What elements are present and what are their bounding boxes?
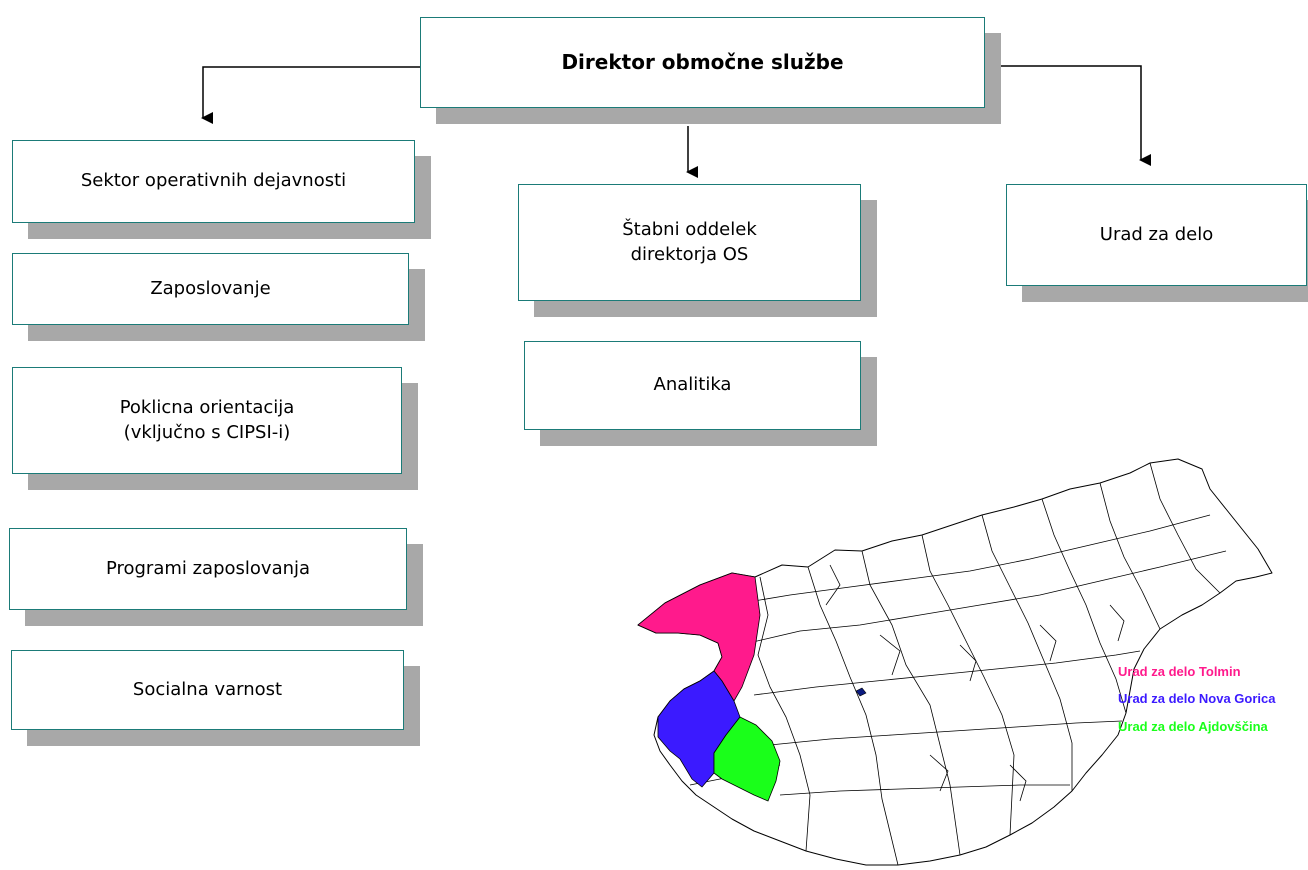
labour-office-label: Urad za delo [1099,223,1214,245]
connector-right [985,65,1151,166]
employment-label: Zaposlovanje [150,277,271,299]
box-social-security: Socialna varnost [11,650,404,730]
staff-department-label: Štabni oddelek direktorja OS [622,219,757,265]
map-country-outline [637,458,1273,866]
legend-nova-gorica-label: Urad za delo Nova Gorica [1118,691,1276,706]
connector-left [201,66,420,124]
legend-tolmin-label: Urad za delo Tolmin [1118,664,1241,679]
legend-tolmin: Urad za delo Tolmin [1118,664,1241,679]
analytics-label: Analitika [653,374,732,396]
box-staff-department: Štabni oddelek direktorja OS [518,184,861,301]
career-guidance-label: Poklicna orientacija (vključno s CIPSI-i… [119,397,295,443]
legend-nova-gorica: Urad za delo Nova Gorica [1118,691,1276,706]
legend-ajdovscina: Urad za delo Ajdovščina [1118,719,1268,734]
social-security-label: Socialna varnost [132,678,283,700]
box-employment-programmes: Programi zaposlovanja [9,528,407,610]
region-small-marker [855,687,867,697]
director-label: Direktor območne službe [561,50,844,74]
slovenia-map [637,458,1273,866]
director-box: Direktor območne službe [420,17,985,108]
box-sector-operations: Sektor operativnih dejavnosti [12,140,415,223]
legend-ajdovscina-label: Urad za delo Ajdovščina [1118,719,1268,734]
box-labour-office: Urad za delo [1006,184,1307,286]
sector-operations-label: Sektor operativnih dejavnosti [80,170,347,192]
box-analytics: Analitika [524,341,861,430]
box-employment: Zaposlovanje [12,253,409,325]
employment-programmes-label: Programi zaposlovanja [105,557,311,579]
map-municipality-borders [689,462,1227,866]
region-ajdovscina [713,716,781,802]
box-career-guidance: Poklicna orientacija (vključno s CIPSI-i… [12,367,402,474]
